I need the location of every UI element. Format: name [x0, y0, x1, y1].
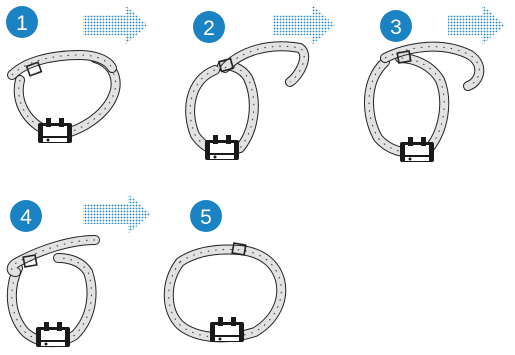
step-4: 4	[10, 194, 151, 347]
collar-illustration	[169, 243, 282, 342]
dotted-right-arrow-icon	[83, 5, 148, 45]
collar-illustration	[12, 55, 116, 143]
step-number: 1	[16, 12, 28, 35]
step-badge: 2	[193, 11, 225, 43]
step-number: 4	[20, 206, 32, 229]
step-badge: 5	[190, 200, 222, 232]
receiver-unit	[38, 118, 72, 143]
dotted-right-arrow-icon	[273, 5, 335, 45]
step-number: 2	[203, 17, 215, 40]
collar-illustration	[12, 240, 95, 347]
receiver-unit	[210, 317, 244, 342]
dotted-right-arrow-icon	[83, 194, 151, 234]
collar-illustration	[190, 46, 304, 160]
step-5: 5	[169, 200, 282, 342]
step-badge: 1	[6, 6, 38, 38]
step-badge: 4	[10, 200, 42, 232]
receiver-unit	[36, 322, 70, 347]
step-number: 3	[390, 16, 402, 39]
receiver-unit	[205, 135, 239, 160]
dotted-right-arrow-icon	[448, 5, 505, 45]
step-2: 2	[190, 5, 335, 160]
step-badge: 3	[380, 10, 412, 42]
step-1: 1	[6, 5, 148, 143]
collar-illustration	[369, 47, 479, 162]
step-number: 5	[200, 206, 212, 229]
step-3: 3	[369, 5, 505, 162]
